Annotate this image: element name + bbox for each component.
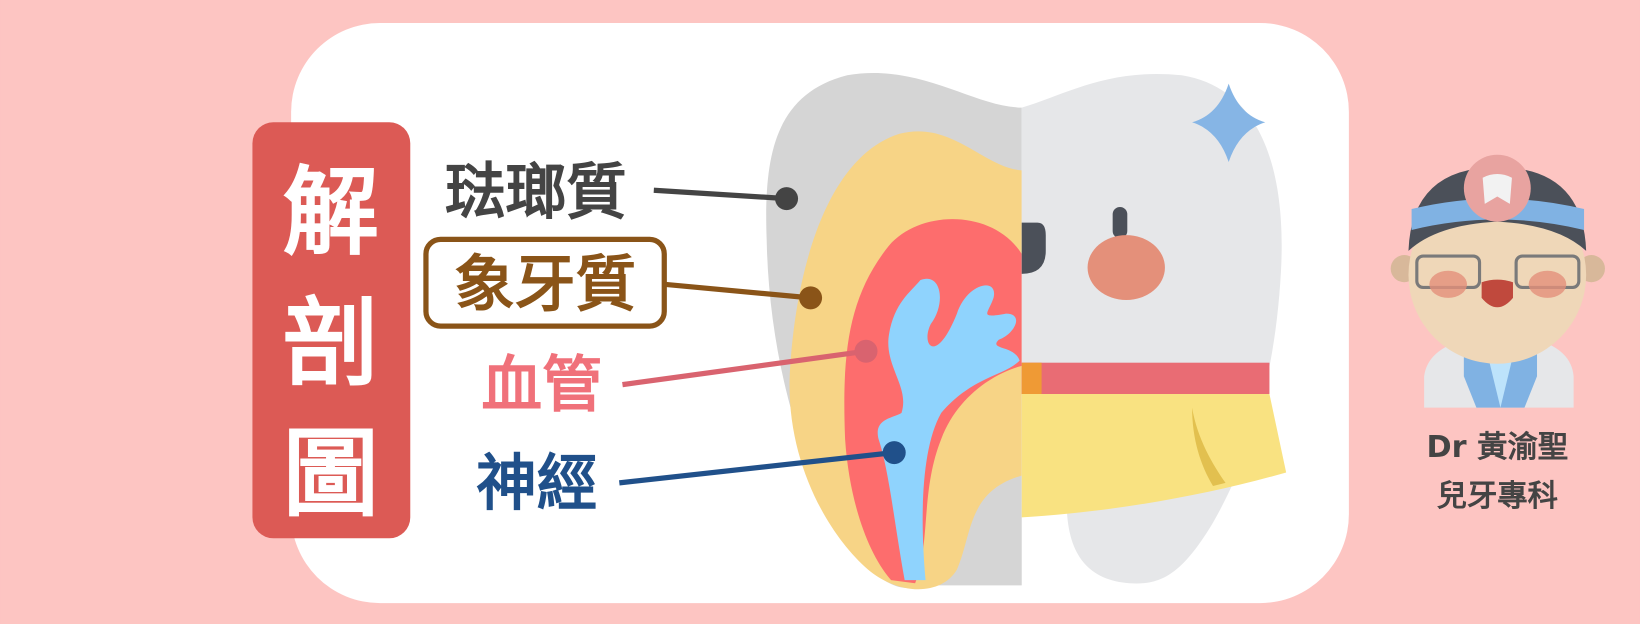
- sparkle-icon: [1192, 83, 1266, 163]
- callout-blood-vessel: 血管: [481, 339, 878, 421]
- label-enamel: 琺瑯質: [445, 158, 627, 228]
- tooth-cross-section: [766, 73, 1022, 590]
- eye-icon: [1112, 206, 1128, 239]
- title-char: 剖: [283, 287, 379, 399]
- doctor-name: Dr 黃渝聖: [1427, 430, 1569, 465]
- title-char: 圖: [283, 418, 379, 530]
- doctor-specialty: 兒牙專科: [1437, 479, 1558, 514]
- title-char: 解: [283, 157, 379, 269]
- tooth-character: [1021, 73, 1287, 584]
- label-nerve: 神經: [476, 449, 597, 519]
- belt-icon: [1021, 362, 1270, 395]
- skirt-icon: [1021, 394, 1287, 518]
- label-blood-vessel: 血管: [481, 351, 602, 421]
- label-dentin: 象牙質: [454, 250, 636, 320]
- title-box: 解 剖 圖: [252, 122, 411, 539]
- eye-icon: [1021, 222, 1046, 274]
- callout-nerve: 神經: [476, 441, 906, 519]
- doctor-avatar: [1390, 154, 1605, 408]
- cheek-icon: [1087, 235, 1165, 300]
- callout-enamel: 琺瑯質: [445, 158, 799, 228]
- callout-dentin: 象牙質: [423, 236, 823, 329]
